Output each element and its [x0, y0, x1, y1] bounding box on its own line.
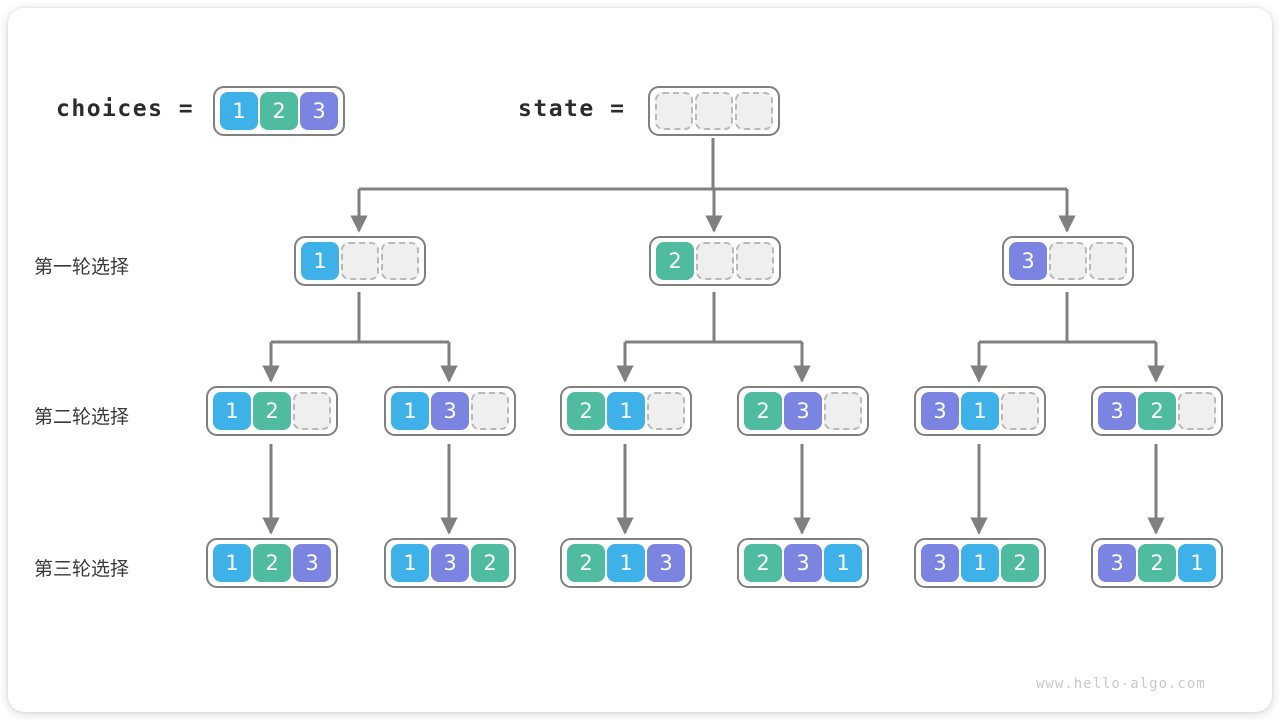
choices-array: 1 2 3: [213, 86, 345, 136]
state-cell-empty: [735, 92, 773, 130]
array-cell: 2: [1138, 392, 1176, 430]
array-cell: 1: [301, 242, 339, 280]
level3-node: 1 3 2: [384, 538, 516, 588]
array-cell: 2: [253, 392, 291, 430]
level2-node: 1 2: [206, 386, 338, 436]
array-cell-empty: [647, 392, 685, 430]
array-cell: 1: [391, 392, 429, 430]
array-cell: 2: [1138, 544, 1176, 582]
array-cell-empty: [341, 242, 379, 280]
array-cell: 1: [1178, 544, 1216, 582]
level1-node: 1: [294, 236, 426, 286]
array-cell: 1: [961, 392, 999, 430]
array-cell: 1: [961, 544, 999, 582]
array-cell-empty: [1049, 242, 1087, 280]
array-cell: 1: [607, 544, 645, 582]
array-cell: 1: [213, 544, 251, 582]
array-cell: 3: [647, 544, 685, 582]
array-cell: 2: [471, 544, 509, 582]
state-cell-empty: [655, 92, 693, 130]
state-label: state =: [518, 96, 626, 122]
level3-node: 3 2 1: [1091, 538, 1223, 588]
diagram-canvas: choices = 1 2 3 state = 第一轮选择 第二轮选择 第三轮选…: [8, 8, 1272, 712]
array-cell: 1: [213, 392, 251, 430]
level3-node: 1 2 3: [206, 538, 338, 588]
array-cell-empty: [1001, 392, 1039, 430]
row-label-round-1: 第一轮选择: [34, 256, 130, 278]
choices-cell: 1: [220, 92, 258, 130]
array-cell: 2: [744, 544, 782, 582]
array-cell: 2: [253, 544, 291, 582]
array-cell-empty: [736, 242, 774, 280]
array-cell-empty: [471, 392, 509, 430]
level3-node: 2 3 1: [737, 538, 869, 588]
level2-node: 1 3: [384, 386, 516, 436]
array-cell-empty: [1178, 392, 1216, 430]
row-label-round-2: 第二轮选择: [34, 406, 130, 428]
array-cell: 1: [824, 544, 862, 582]
array-cell: 3: [921, 544, 959, 582]
array-cell: 3: [784, 544, 822, 582]
connector-edges: [262, 138, 1165, 535]
level3-node: 2 1 3: [560, 538, 692, 588]
array-cell: 2: [1001, 544, 1039, 582]
level3-node: 3 1 2: [914, 538, 1046, 588]
array-cell-empty: [381, 242, 419, 280]
array-cell: 3: [1098, 544, 1136, 582]
array-cell: 3: [293, 544, 331, 582]
array-cell: 3: [1009, 242, 1047, 280]
array-cell-empty: [824, 392, 862, 430]
choices-cell: 2: [260, 92, 298, 130]
array-cell-empty: [696, 242, 734, 280]
state-cell-empty: [695, 92, 733, 130]
level2-node: 2 1: [560, 386, 692, 436]
array-cell: 3: [431, 392, 469, 430]
array-cell-empty: [1089, 242, 1127, 280]
array-cell: 1: [607, 392, 645, 430]
row-label-round-3: 第三轮选择: [34, 558, 130, 580]
watermark: www.hello-algo.com: [1036, 676, 1206, 692]
array-cell: 2: [744, 392, 782, 430]
state-array: [648, 86, 780, 136]
level2-node: 3 1: [914, 386, 1046, 436]
array-cell: 3: [784, 392, 822, 430]
array-cell: 1: [391, 544, 429, 582]
array-cell: 2: [567, 544, 605, 582]
level2-node: 2 3: [737, 386, 869, 436]
array-cell: 3: [431, 544, 469, 582]
array-cell: 3: [1098, 392, 1136, 430]
level2-node: 3 2: [1091, 386, 1223, 436]
array-cell: 3: [921, 392, 959, 430]
array-cell-empty: [293, 392, 331, 430]
array-cell: 2: [656, 242, 694, 280]
choices-label: choices =: [56, 96, 195, 122]
level1-node: 2: [649, 236, 781, 286]
level1-node: 3: [1002, 236, 1134, 286]
choices-cell: 3: [300, 92, 338, 130]
array-cell: 2: [567, 392, 605, 430]
